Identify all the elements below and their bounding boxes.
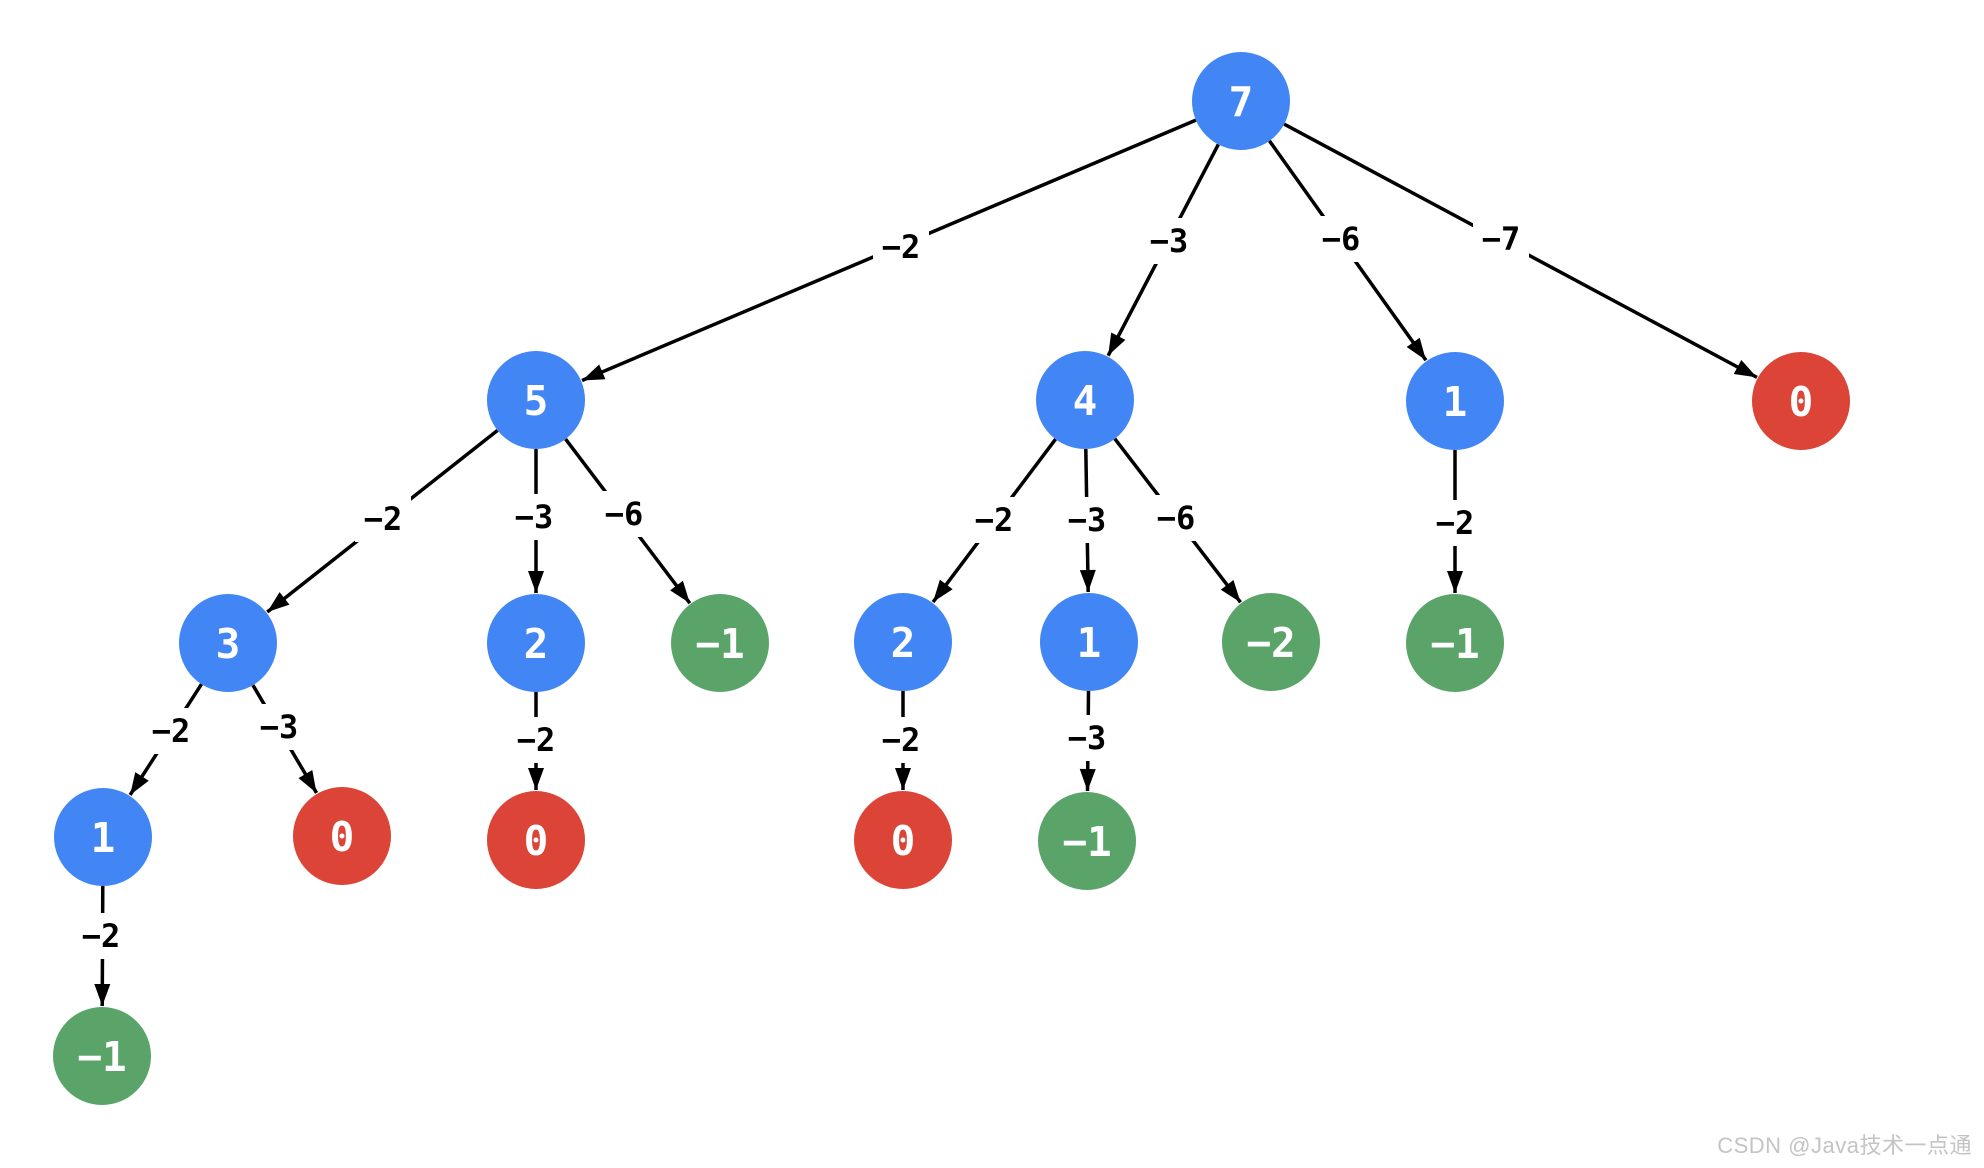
watermark: CSDN @Java技术一点通 — [1717, 1133, 1972, 1158]
node-circle-blue — [854, 593, 952, 691]
edge-label: −3 — [1068, 719, 1107, 757]
node-label: 3 — [216, 620, 241, 668]
tree-node-n3: 3 — [179, 594, 277, 692]
node-label: −1 — [1062, 818, 1111, 866]
edge-label-gap — [1141, 218, 1197, 264]
edge-label: −7 — [1482, 220, 1521, 258]
node-label: 4 — [1073, 377, 1098, 425]
tree-node-nm1c: −1 — [1038, 792, 1136, 890]
tree-node-n0d: 0 — [1752, 352, 1850, 450]
node-label: −2 — [1246, 619, 1295, 667]
tree-node-n4: 4 — [1036, 351, 1134, 449]
edge-label: −3 — [1150, 222, 1189, 260]
node-circle-red — [487, 791, 585, 889]
edge-label: −6 — [1157, 499, 1196, 537]
tree-node-n1b: 1 — [1040, 593, 1138, 691]
node-label: 0 — [891, 817, 916, 865]
node-circle-red — [293, 787, 391, 885]
node-circle-blue — [487, 351, 585, 449]
edge-label-gap — [73, 913, 129, 959]
node-label: 0 — [524, 817, 549, 865]
edge-label: −3 — [260, 708, 299, 746]
node-label: 0 — [330, 813, 355, 861]
edge-label-gap — [1427, 500, 1483, 546]
edge-label: −3 — [1068, 501, 1107, 539]
node-label: 1 — [91, 814, 116, 862]
node-label: −1 — [695, 620, 744, 668]
edge-label-gap — [1313, 216, 1369, 262]
edge-label: −2 — [975, 501, 1014, 539]
tree-node-nm1d: −1 — [53, 1007, 151, 1105]
edge-label-gap — [251, 704, 307, 750]
edge-label-gap — [143, 708, 199, 754]
tree-node-n0a: 0 — [293, 787, 391, 885]
tree-node-n0b: 0 — [487, 791, 585, 889]
node-circle-green — [1222, 593, 1320, 691]
node-label: 0 — [1789, 378, 1814, 426]
edge-label-gap — [506, 494, 562, 540]
node-label: 1 — [1443, 378, 1468, 426]
tree-node-n5: 5 — [487, 351, 585, 449]
edge-label-gap — [508, 717, 564, 763]
edge-label: −2 — [152, 712, 191, 750]
node-label: 5 — [524, 377, 549, 425]
tree-node-n2b: 2 — [854, 593, 952, 691]
node-circle-blue — [1040, 593, 1138, 691]
node-circle-blue — [1192, 52, 1290, 150]
tree-node-nm1a: −1 — [671, 594, 769, 692]
edge-label-gap — [1059, 715, 1115, 761]
tree-node-n2a: 2 — [487, 594, 585, 692]
node-circle-blue — [1036, 351, 1134, 449]
node-circle-blue — [487, 594, 585, 692]
edge-label-gap — [1148, 495, 1204, 541]
node-circle-green — [671, 594, 769, 692]
node-circle-red — [1752, 352, 1850, 450]
edge-label: −6 — [1322, 220, 1361, 258]
edge-label: −2 — [882, 228, 921, 266]
edge-label-gap — [1059, 497, 1115, 543]
edge-label: −2 — [517, 721, 556, 759]
node-circle-green — [1038, 792, 1136, 890]
tree-node-n0c: 0 — [854, 791, 952, 889]
edge-label-gap — [966, 497, 1022, 543]
edge-label: −2 — [882, 721, 921, 759]
edge-label: −2 — [1436, 504, 1475, 542]
node-circle-red — [854, 791, 952, 889]
node-circle-blue — [1406, 352, 1504, 450]
edge-label-gap — [355, 496, 411, 542]
tree-node-n1c: 1 — [54, 788, 152, 886]
edge-label-gap — [1473, 216, 1529, 262]
node-label: 1 — [1077, 619, 1102, 667]
node-circle-blue — [179, 594, 277, 692]
edge-label-gap — [596, 491, 652, 537]
edge-label: −3 — [515, 498, 554, 536]
node-label: −1 — [77, 1033, 126, 1081]
node-circle-green — [1406, 594, 1504, 692]
tree-node-nm1b: −1 — [1406, 594, 1504, 692]
edge-label-gap — [873, 224, 929, 270]
node-label: 2 — [891, 619, 916, 667]
edge-label: −6 — [605, 495, 644, 533]
node-circle-green — [53, 1007, 151, 1105]
tree-node-n1r: 1 — [1406, 352, 1504, 450]
node-circle-blue — [54, 788, 152, 886]
node-label: 7 — [1229, 78, 1254, 126]
edge-label: −2 — [82, 917, 121, 955]
edge-label: −2 — [364, 500, 403, 538]
tree-node-n7: 7 — [1192, 52, 1290, 150]
node-label: −1 — [1430, 620, 1479, 668]
node-label: 2 — [524, 620, 549, 668]
edge-label-gap — [873, 717, 929, 763]
tree-node-nm2: −2 — [1222, 593, 1320, 691]
